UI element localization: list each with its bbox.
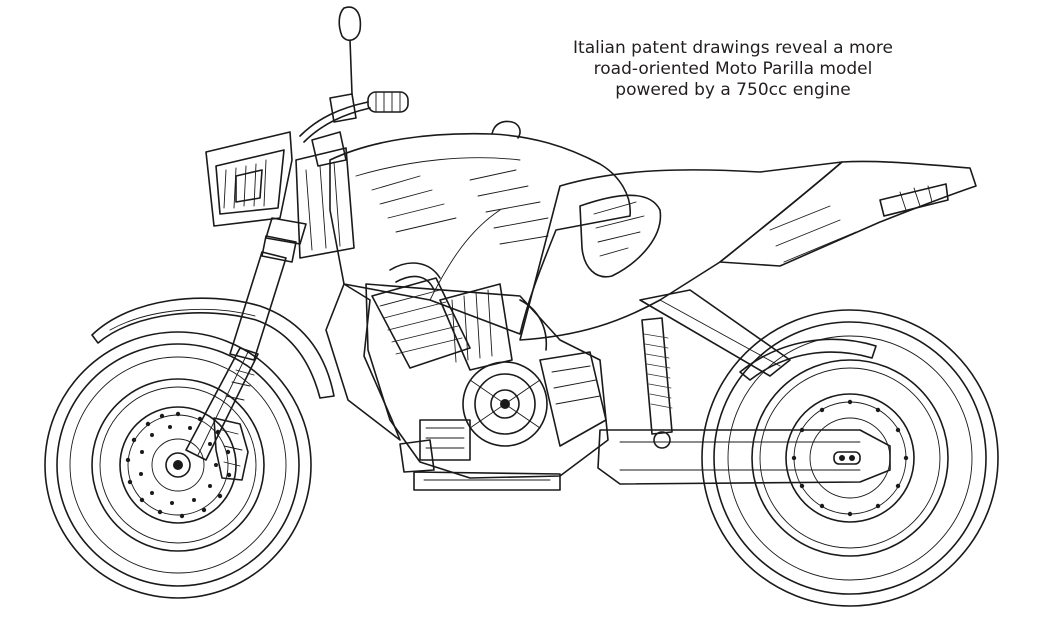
caption-line-3: powered by a 750cc engine: [615, 80, 851, 100]
handlebar: [299, 91, 409, 167]
frame-spine: [325, 283, 401, 441]
front-fork: [185, 217, 307, 461]
caption: Italian patent drawings reveal a more ro…: [548, 38, 918, 101]
front-brake-caliper: [213, 417, 249, 481]
swingarm: [597, 429, 891, 485]
steering-head: [295, 147, 355, 259]
front-fender: [91, 297, 335, 399]
caption-line-1: Italian patent drawings reveal a more: [573, 38, 893, 58]
rear-fender-hugger: [739, 338, 877, 381]
rear-sprocket: [785, 393, 915, 523]
seat-frame: [639, 289, 791, 377]
v-twin-engine: [365, 277, 609, 491]
side-panel: [519, 161, 843, 341]
front-wheel: [44, 331, 312, 599]
rear-wheel: [701, 309, 999, 607]
engine-hoses: [389, 262, 548, 351]
tail-section: [719, 160, 977, 267]
rear-shock: [641, 317, 673, 449]
caption-line-2: road-oriented Moto Parilla model: [593, 59, 873, 79]
headlight-fairing: [205, 131, 293, 227]
mirror: [338, 6, 362, 95]
